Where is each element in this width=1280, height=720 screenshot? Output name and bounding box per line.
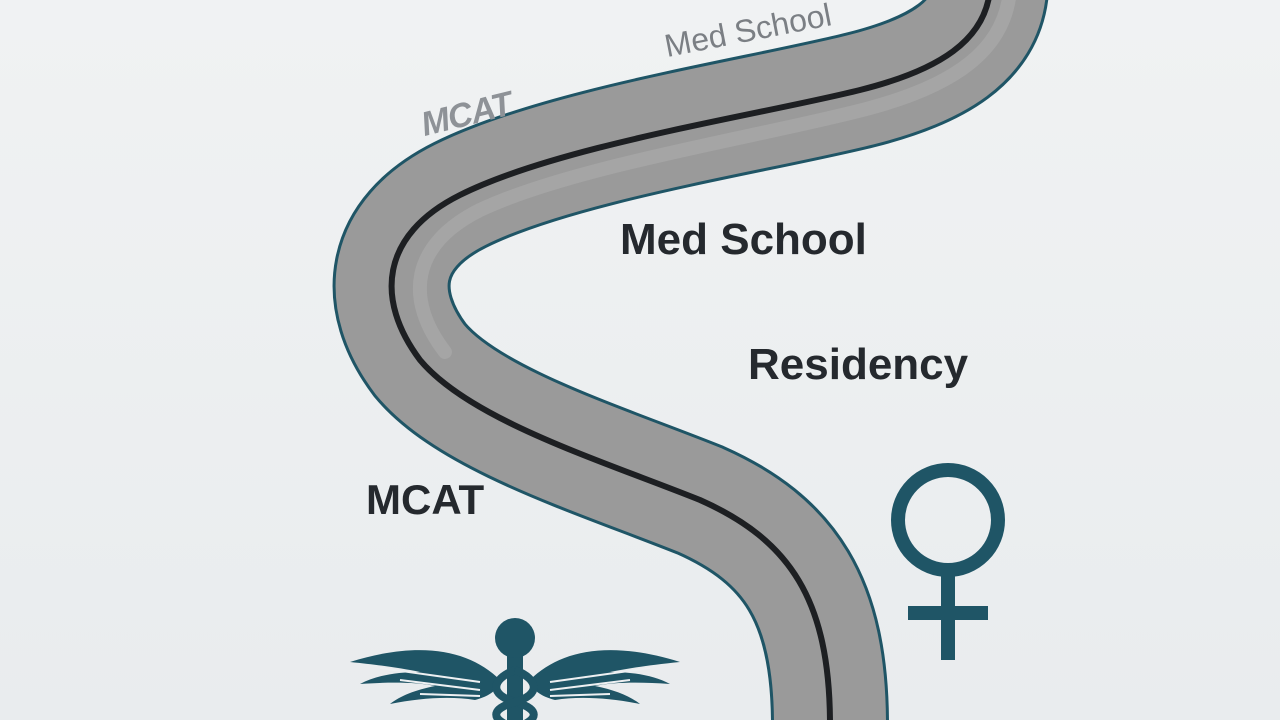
mcat-label: MCAT — [366, 476, 485, 523]
med-school-label: Med School — [620, 215, 867, 264]
female-symbol-icon — [880, 462, 1016, 662]
caduceus-icon — [340, 610, 690, 720]
residency-label: Residency — [748, 340, 969, 389]
road-highlight — [412, 0, 1016, 359]
road-center-line — [388, 0, 992, 720]
